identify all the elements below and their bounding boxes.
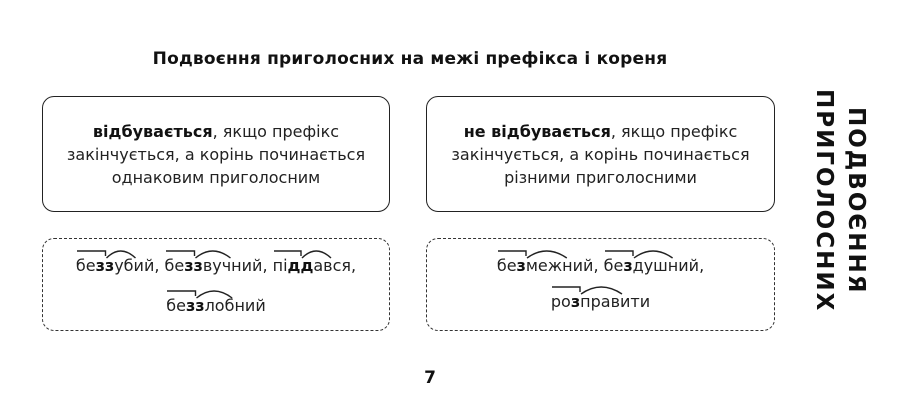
examples-line-1: безмежний, бездушний, [427, 250, 774, 275]
rule-box-not-occurs: не відбувається, якщо префікс закінчуєть… [426, 96, 775, 212]
side-heading: ПОДВОЄННЯ ПРИГОЛОСНИХ [808, 89, 872, 313]
consonant-part: дд [287, 256, 314, 275]
root-part: убий [114, 256, 155, 275]
separator: , [699, 256, 705, 275]
example-word: бездушний [603, 250, 700, 275]
root-part: душний [632, 256, 700, 275]
prefix-part: ро [550, 292, 571, 311]
consonant-part: зз [184, 256, 203, 275]
separator: , [593, 256, 604, 275]
rule-keyword-not-occurs: не відбувається [463, 121, 611, 141]
separator: , [351, 256, 357, 275]
example-word: безмежний [496, 250, 594, 275]
root-part: правити [580, 292, 651, 311]
separator: , [262, 256, 273, 275]
prefix-part: бе [164, 256, 185, 275]
examples-box-doubled: беззубий, беззвучний, піддався, беззлобн… [42, 238, 390, 331]
example-word: беззубий [75, 250, 155, 275]
side-heading-line-1: ПОДВОЄННЯ [843, 107, 869, 295]
root-part: межний [525, 256, 594, 275]
example-word: беззвучний [164, 250, 263, 275]
root-part: ався [313, 256, 352, 275]
prefix-part: бе [496, 256, 517, 275]
examples-line-2: розправити [427, 286, 774, 311]
consonant-part: з [623, 256, 633, 275]
consonant-part: з [516, 256, 526, 275]
consonant-part: з [570, 292, 581, 311]
root-part: вучний [202, 256, 263, 275]
rule-text-occurs: відбувається, якщо префікс закінчується,… [43, 120, 389, 189]
prefix-part: бе [603, 256, 624, 275]
consonant-part: зз [185, 296, 205, 315]
rule-box-occurs: відбувається, якщо префікс закінчується,… [42, 96, 390, 212]
page-number: 7 [424, 368, 436, 388]
example-word: піддався [272, 250, 352, 275]
examples-line-1: беззубий, беззвучний, піддався, [43, 250, 389, 275]
prefix-part: пі [272, 256, 288, 275]
rule-keyword-occurs: відбувається [92, 121, 213, 141]
example-word: розправити [550, 286, 651, 311]
prefix-part: бе [166, 296, 186, 315]
rule-text-not-occurs: не відбувається, якщо префікс закінчуєть… [427, 120, 774, 189]
rule-condition-occurs: , якщо префікс закінчується, а корінь по… [66, 121, 366, 187]
examples-box-single: безмежний, бездушний, розправити [426, 238, 775, 331]
side-heading-line-2: ПРИГОЛОСНИХ [811, 89, 837, 313]
prefix-part: бе [75, 256, 96, 275]
page-title: Подвоєння приголосних на межі префікса і… [152, 49, 668, 69]
examples-line-2: беззлобний [43, 290, 389, 315]
root-part: лобний [204, 296, 266, 315]
separator: , [154, 256, 165, 275]
consonant-part: зз [95, 256, 115, 275]
example-word: беззлобний [166, 290, 266, 315]
rule-condition-not-occurs: , якщо префікс закінчується, а корінь по… [451, 121, 750, 187]
